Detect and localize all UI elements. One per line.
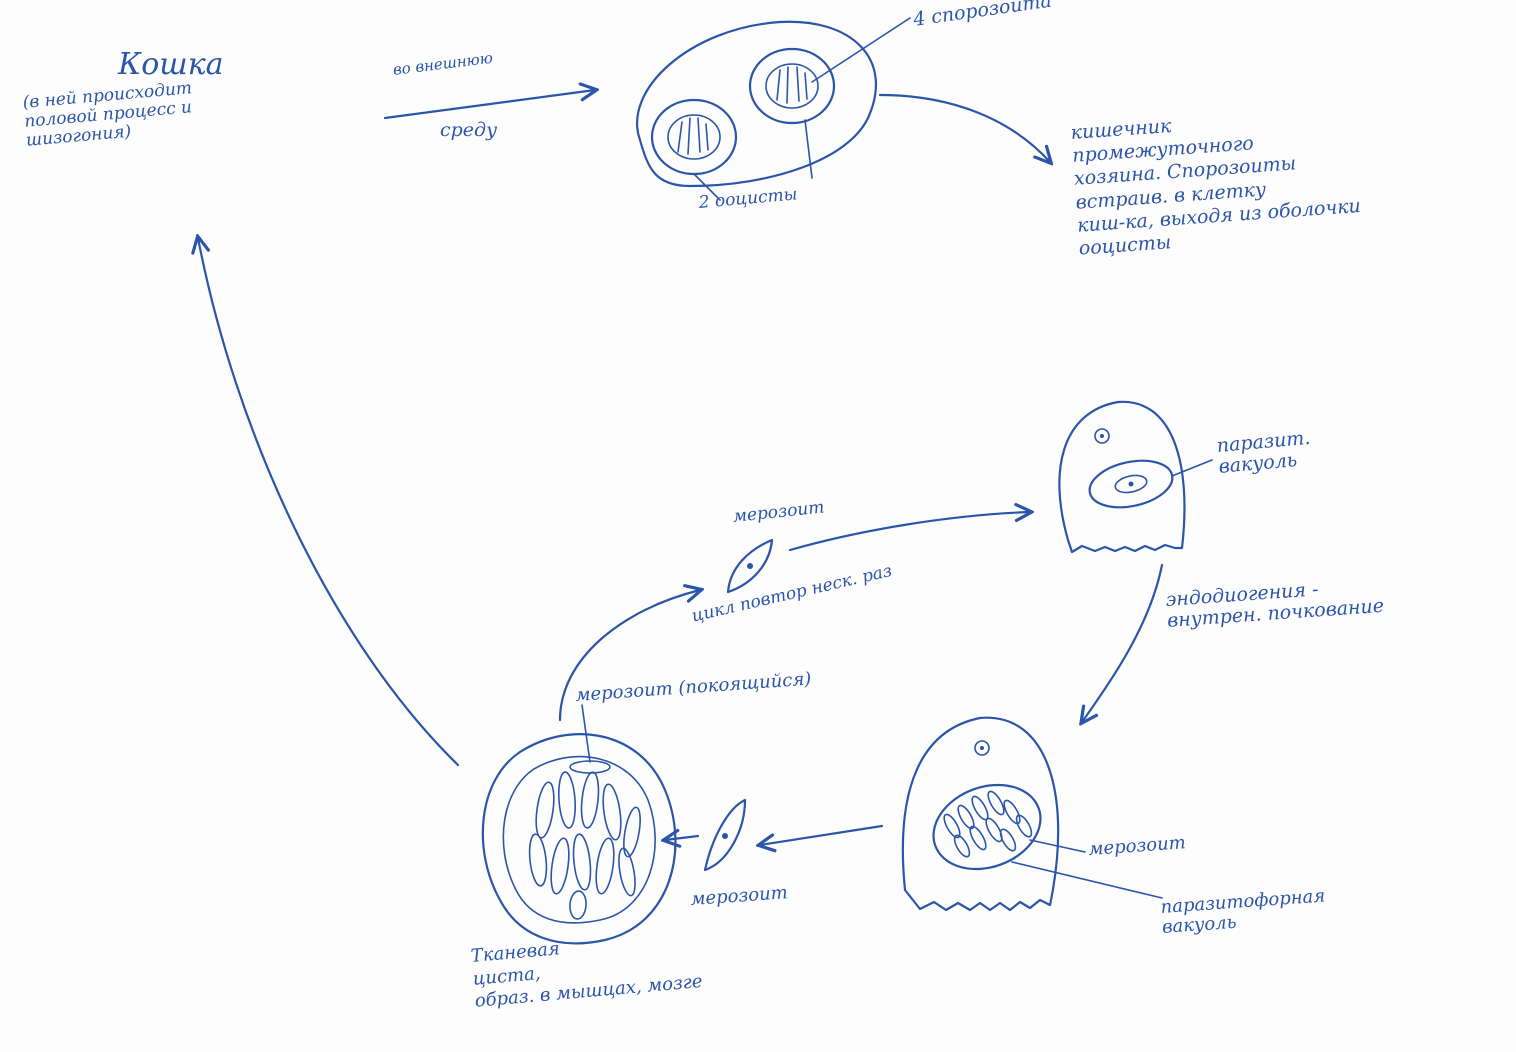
arrow-to-environment	[385, 90, 595, 118]
merozoite-cell-drawing	[903, 718, 1162, 910]
cat-title: Кошка	[118, 48, 224, 82]
tissue-cyst-drawing	[483, 705, 676, 943]
arrow-to-cat	[198, 238, 458, 765]
arrow-to-tissue-cyst	[665, 836, 698, 840]
to-environment-bottom-label: среду	[440, 120, 497, 141]
merozoite-top-drawing	[728, 540, 772, 592]
free-merozoite-drawing	[705, 800, 745, 870]
intestine-label: кишечник промежуточного хозяина. Спорозо…	[1070, 102, 1363, 261]
arrow-cycle-repeat	[790, 512, 1030, 550]
arrow-to-free-merozoite	[760, 826, 882, 845]
arrow-endodyogeny	[1082, 565, 1162, 722]
arrow-to-intestine	[880, 95, 1050, 162]
parasite-vacuole-label: паразит. вакуоль	[1216, 428, 1313, 479]
intestinal-cell-drawing	[1059, 402, 1212, 552]
oocyst-drawing	[637, 18, 910, 200]
